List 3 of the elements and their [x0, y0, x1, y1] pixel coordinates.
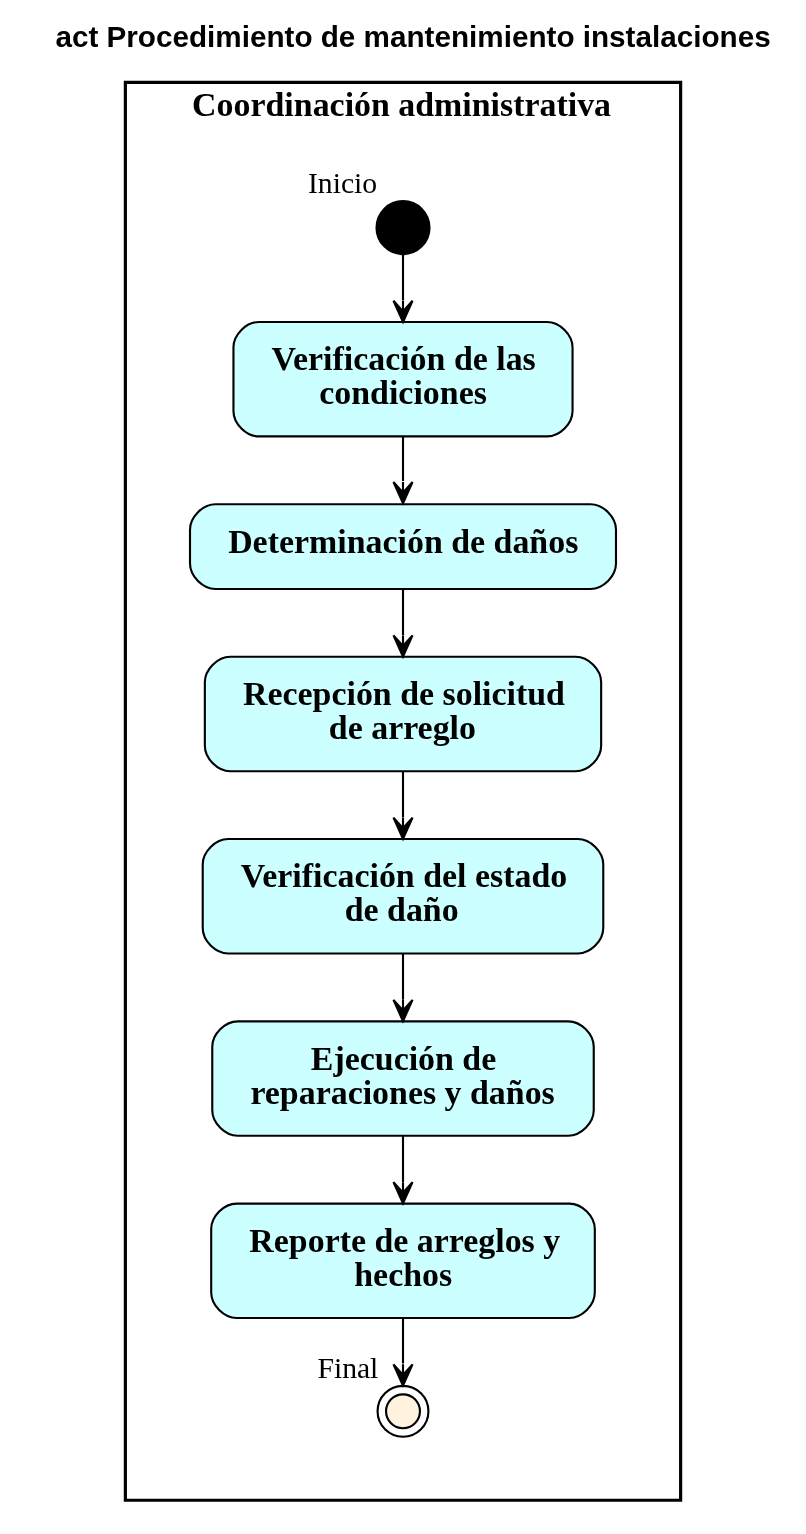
diagram-title: act Procedimiento de mantenimiento instalaciones [55, 19, 771, 53]
node-label: Final [317, 1351, 379, 1384]
node-label: Inicio [308, 167, 378, 200]
